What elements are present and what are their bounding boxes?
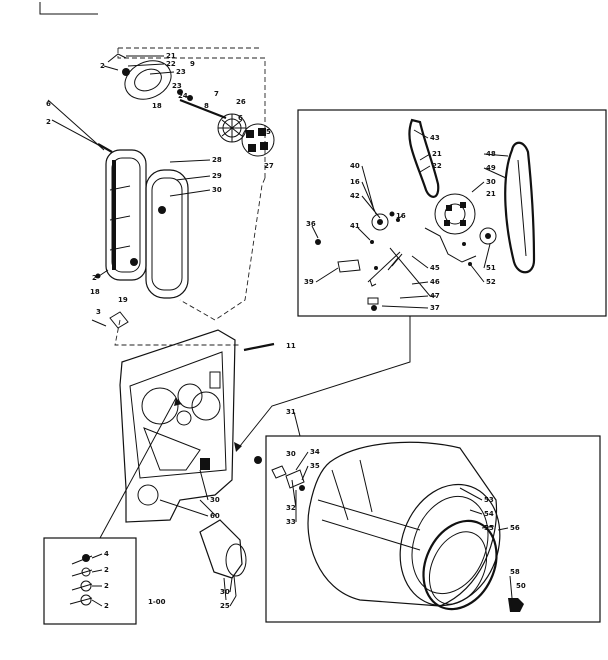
callout-60: 60 xyxy=(210,512,220,520)
callout-51: 51 xyxy=(486,264,496,272)
callout-30: 30 xyxy=(212,186,222,194)
callout-26: 26 xyxy=(236,98,246,106)
callout-4: 4 xyxy=(104,550,109,558)
callout-2d: 2 xyxy=(104,566,109,574)
corner-mark xyxy=(39,2,98,15)
inset-arrow xyxy=(239,316,411,447)
motor-inset-box xyxy=(297,109,607,317)
part-19 xyxy=(91,311,129,329)
motor-assembly xyxy=(315,118,536,311)
callout-28: 28 xyxy=(212,156,222,164)
leader-lines xyxy=(91,55,513,607)
callout-54: 54 xyxy=(484,510,494,518)
callout-45: 45 xyxy=(430,264,440,272)
callout-2f: 2 xyxy=(104,602,109,610)
callout-30b: 30 xyxy=(486,178,496,186)
callout-49: 49 xyxy=(486,164,496,172)
drum-assembly xyxy=(254,441,524,612)
rear-bulkhead xyxy=(119,329,236,523)
callout-5: 5 xyxy=(266,128,271,136)
callout-34: 34 xyxy=(310,448,320,456)
callout-30e: 30 xyxy=(220,588,230,596)
callout-31: 31 xyxy=(286,408,296,416)
screw-11 xyxy=(243,342,275,352)
callout-56: 56 xyxy=(510,524,520,532)
callout-21: 21 xyxy=(166,52,176,60)
callout-16: 16 xyxy=(350,178,360,186)
callout-39: 39 xyxy=(304,278,314,286)
callout-50: 50 xyxy=(516,582,526,590)
callout-47: 47 xyxy=(430,292,440,300)
callout-8: 8 xyxy=(204,102,209,110)
assembly-guide-line xyxy=(179,177,266,321)
hardware-inset-box xyxy=(43,537,137,625)
idler-pulley-assembly xyxy=(107,47,275,178)
callout-16b: 16 xyxy=(396,212,406,220)
callout-22b: 22 xyxy=(432,162,442,170)
callout-21c: 21 xyxy=(486,190,496,198)
callout-19: 19 xyxy=(118,296,128,304)
callout-2e: 2 xyxy=(104,582,109,590)
callout-36: 36 xyxy=(306,220,316,228)
callout-2b: 2 xyxy=(46,118,51,126)
callout-41: 41 xyxy=(350,222,360,230)
callout-32: 32 xyxy=(286,504,296,512)
hardware-arrow xyxy=(99,397,177,539)
hardware-parts xyxy=(69,554,93,606)
callout-6: 6 xyxy=(238,114,243,122)
callout-42: 42 xyxy=(350,192,360,200)
callout-30d: 30 xyxy=(210,496,220,504)
callout-11: 11 xyxy=(286,342,296,350)
callout-23b: 23 xyxy=(172,82,182,90)
callout-9: 9 xyxy=(190,60,195,68)
belt-assembly xyxy=(47,99,189,299)
callout-43: 43 xyxy=(430,134,440,142)
callout-18: 18 xyxy=(152,102,162,110)
callout-2c: 2 xyxy=(92,274,97,282)
drum-inset-box xyxy=(265,435,601,623)
callout-7: 7 xyxy=(214,90,219,98)
exhaust-duct xyxy=(199,499,247,601)
callout-21b: 21 xyxy=(432,150,442,158)
callout-27: 27 xyxy=(264,162,274,170)
callout-37: 37 xyxy=(430,304,440,312)
callout-30c: 30 xyxy=(286,450,296,458)
callout-53: 53 xyxy=(484,496,494,504)
callout-3: 3 xyxy=(96,308,101,316)
callout-48: 48 xyxy=(486,150,496,158)
callout-22: 22 xyxy=(166,60,176,68)
callout-33: 33 xyxy=(286,518,296,526)
callout-18b: 18 xyxy=(90,288,100,296)
callout-58: 58 xyxy=(510,568,520,576)
callout-52: 52 xyxy=(486,278,496,286)
callout-55: 55 xyxy=(484,524,494,532)
callout-29: 29 xyxy=(212,172,222,180)
figure-reference: 1-00 xyxy=(148,598,166,606)
callout-24: 24 xyxy=(178,92,188,100)
callout-40: 40 xyxy=(350,162,360,170)
callout-23: 23 xyxy=(176,68,186,76)
callout-35: 35 xyxy=(310,462,320,470)
callout-46: 46 xyxy=(430,278,440,286)
callout-labels: 21 22 23 2 9 23 24 18 7 8 26 6 5 27 6 2 … xyxy=(46,52,526,610)
callout-6b: 6 xyxy=(46,100,51,108)
callout-25: 25 xyxy=(220,602,230,610)
callout-2: 2 xyxy=(100,62,105,70)
